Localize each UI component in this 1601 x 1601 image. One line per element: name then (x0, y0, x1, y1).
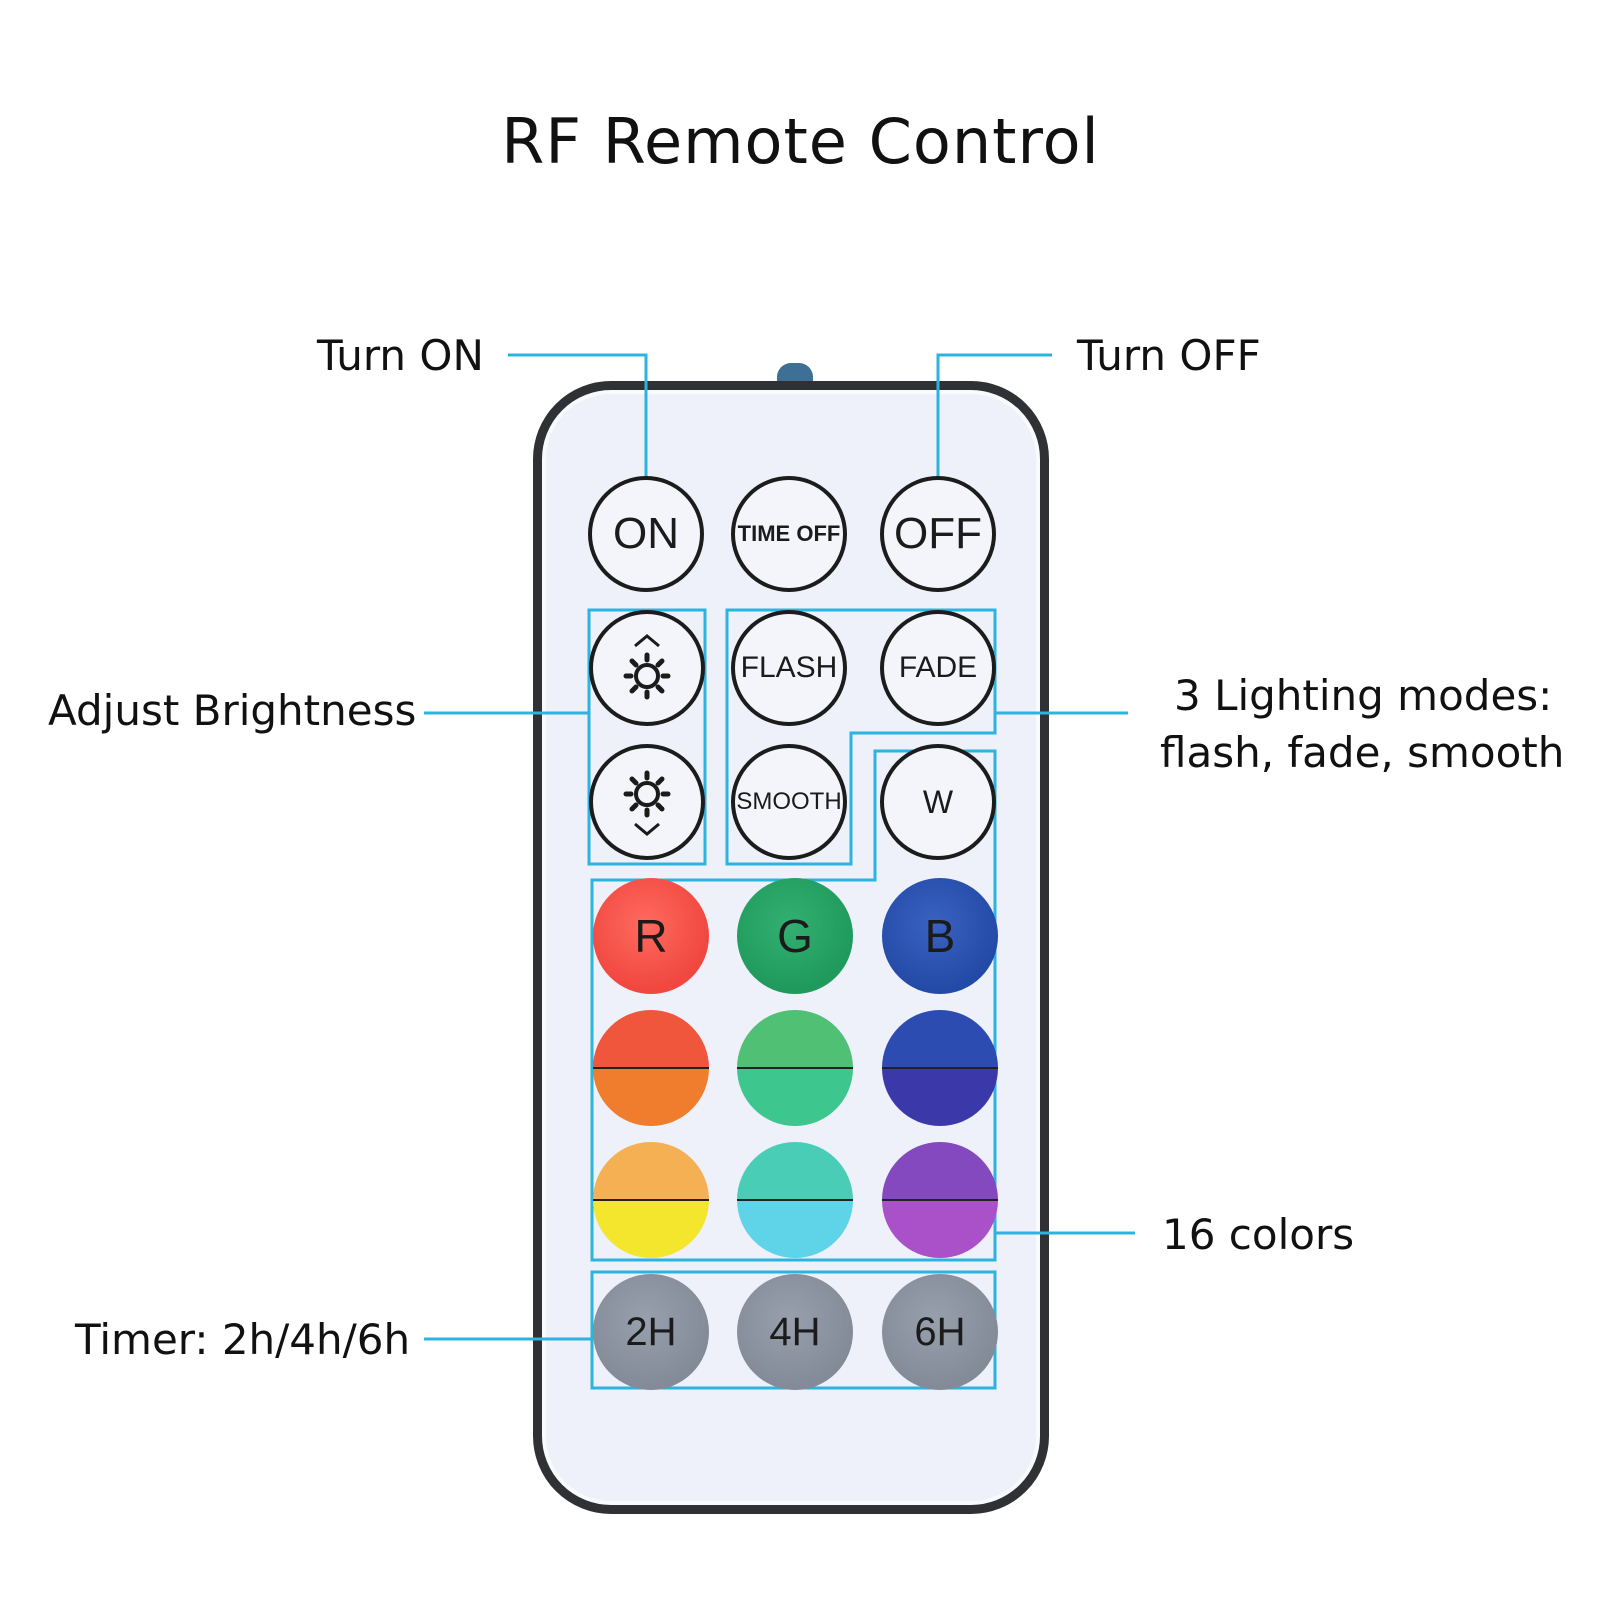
yellow-color-button[interactable] (593, 1142, 709, 1258)
white-button-label: W (922, 783, 954, 820)
indicator-led (777, 363, 813, 385)
smooth-button-label: SMOOTH (736, 788, 842, 815)
blue-button[interactable]: B (882, 878, 998, 994)
indigo-color-button[interactable] (882, 1010, 998, 1126)
cyan-color-divider (737, 1199, 853, 1201)
timer-6h-label: 6H (914, 1309, 966, 1354)
modes-label-line2: flash, fade, smooth (1160, 728, 1565, 777)
cyan-color-button[interactable] (737, 1142, 853, 1258)
on-button[interactable]: ON (588, 476, 704, 592)
timer-6h-button[interactable]: 6H (882, 1274, 998, 1390)
on-button-label: ON (613, 509, 679, 558)
light-green-color-button[interactable] (737, 1010, 853, 1126)
flash-button[interactable]: FLASH (731, 610, 847, 726)
time-off-button[interactable]: TIME OFF (731, 476, 847, 592)
purple-color-divider (882, 1199, 998, 1201)
brightness-up-icon (617, 628, 677, 708)
timer-2h-button[interactable]: 2H (593, 1274, 709, 1390)
timer-4h-button[interactable]: 4H (737, 1274, 853, 1390)
red-button-label: R (634, 910, 668, 962)
brightness-down-button[interactable] (589, 744, 705, 860)
indigo-color-divider (882, 1067, 998, 1069)
blue-button-label: B (924, 910, 956, 962)
off-button[interactable]: OFF (880, 476, 996, 592)
timer-4h-label: 4H (769, 1309, 821, 1354)
page-title: RF Remote Control (501, 105, 1100, 178)
white-button[interactable]: W (880, 744, 996, 860)
yellow-color-divider (593, 1199, 709, 1201)
brightness-up-button[interactable] (589, 610, 705, 726)
light-green-color-divider (737, 1067, 853, 1069)
colors-label: 16 colors (1162, 1210, 1355, 1259)
timer-2h-label: 2H (625, 1309, 677, 1354)
orange-color-divider (593, 1067, 709, 1069)
green-button-label: G (777, 910, 813, 962)
fade-button[interactable]: FADE (880, 610, 996, 726)
turn-off-label: Turn OFF (1077, 331, 1261, 380)
timer-label: Timer: 2h/4h/6h (75, 1315, 411, 1364)
fade-button-label: FADE (898, 651, 978, 684)
off-button-label: OFF (894, 509, 982, 558)
turn-on-label: Turn ON (317, 331, 484, 380)
red-button[interactable]: R (593, 878, 709, 994)
flash-button-label: FLASH (740, 651, 838, 684)
orange-color-button[interactable] (593, 1010, 709, 1126)
modes-label-line1: 3 Lighting modes: (1174, 671, 1553, 720)
smooth-button[interactable]: SMOOTH (731, 744, 847, 860)
brightness-label: Adjust Brightness (48, 686, 417, 735)
purple-color-button[interactable] (882, 1142, 998, 1258)
brightness-down-icon (617, 762, 677, 842)
time-off-button-label: TIME OFF (737, 521, 841, 546)
green-button[interactable]: G (737, 878, 853, 994)
